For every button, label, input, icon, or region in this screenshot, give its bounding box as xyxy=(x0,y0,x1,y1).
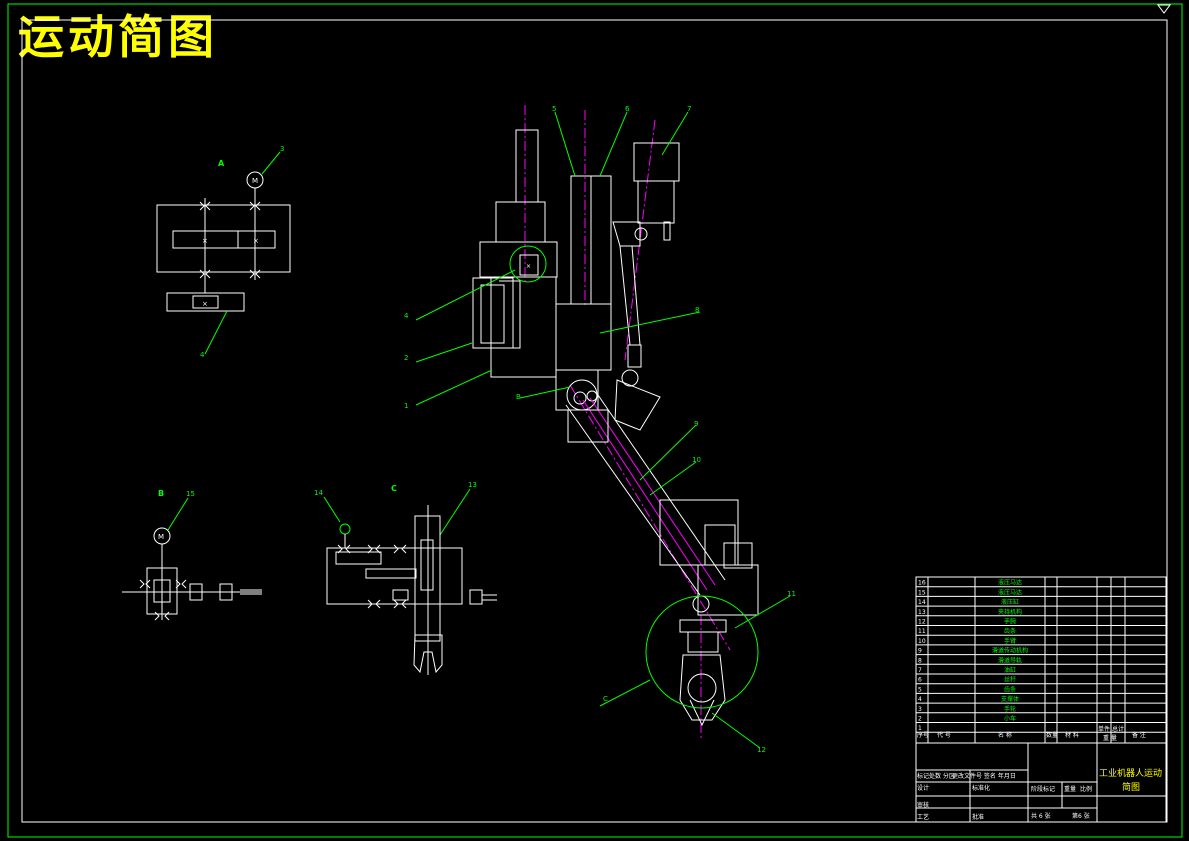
callout-4b: 4 xyxy=(404,312,409,320)
design-label: 设计 xyxy=(917,784,929,792)
callout-1: 1 xyxy=(404,402,408,410)
view-b-wrist-drive: B 15 M xyxy=(122,489,262,621)
callout-12: 12 xyxy=(757,746,766,754)
stage-mark: 阶段标记 xyxy=(1031,785,1055,793)
parts-row-name: 丝杆 xyxy=(1004,676,1016,684)
parts-row-number: 4 xyxy=(918,696,922,703)
parts-row-number: 16 xyxy=(918,580,926,587)
callout-15: 15 xyxy=(186,490,195,498)
callout-10: 10 xyxy=(692,456,701,464)
main-view-callouts xyxy=(415,111,791,749)
standardize-label: 标准化 xyxy=(972,784,990,792)
callout-3: 3 xyxy=(280,145,284,153)
approve-label: 批准 xyxy=(972,813,984,821)
parts-row-name: 齿条 xyxy=(1004,685,1016,693)
svg-text:×: × xyxy=(253,237,259,245)
parts-row-number: 11 xyxy=(918,628,926,635)
parts-row-name: 油缸 xyxy=(1004,666,1016,674)
svg-text:×: × xyxy=(526,263,531,270)
callout-2: 2 xyxy=(404,354,408,362)
sheets-label: 共 6 张 xyxy=(1031,812,1051,820)
parts-row-number: 5 xyxy=(918,686,922,693)
parts-list-header: 序号 代 号 名 称 数量 材 料 单件 总计 重 量 备 注 xyxy=(917,725,1146,742)
callout-b: B xyxy=(516,393,521,401)
svg-text:×: × xyxy=(202,237,208,245)
sheet-no-label: 第6 张 xyxy=(1072,812,1090,820)
header-name: 名 称 xyxy=(998,731,1012,739)
parts-row-name: 液压马达 xyxy=(998,588,1022,596)
scale-label: 比例 xyxy=(1080,785,1092,793)
title-line1: 工业机器人运动 xyxy=(1099,767,1162,779)
parts-row-number: 7 xyxy=(918,667,922,674)
weight-label: 重量 xyxy=(1064,785,1076,793)
parts-row-name: 齿条 xyxy=(1004,627,1016,635)
parts-row-name: 滑道传动机构 xyxy=(992,647,1028,655)
callout-c: C xyxy=(603,695,608,703)
parts-row-name: 手轮 xyxy=(1004,705,1016,713)
review-label: 审核 xyxy=(917,801,929,809)
parts-row-number: 12 xyxy=(918,619,926,626)
parts-row-number: 3 xyxy=(918,706,922,713)
parts-row-number: 6 xyxy=(918,677,922,684)
parts-row-number: 9 xyxy=(918,648,922,655)
orientation-mark xyxy=(1157,4,1171,14)
parts-row-number: 15 xyxy=(918,589,926,596)
header-code: 代 号 xyxy=(937,731,951,739)
parts-row-number: 14 xyxy=(918,599,926,606)
view-c-arm-mechanism: C 14 13 xyxy=(314,481,497,675)
main-view-callout-labels: 5 6 7 8 4 2 1 B 9 10 11 C 12 xyxy=(404,105,796,754)
main-robot-view: × xyxy=(472,105,759,740)
header-material: 材 料 xyxy=(1065,731,1079,739)
motor-icon-14 xyxy=(339,523,351,535)
view-label-c: C xyxy=(391,484,397,493)
title-line2: 简图 xyxy=(1122,781,1140,793)
title-block xyxy=(915,742,1167,823)
callout-7: 7 xyxy=(687,105,691,113)
callout-11: 11 xyxy=(787,590,796,598)
header-qty: 数量 xyxy=(1046,731,1058,739)
parts-row-number: 2 xyxy=(918,716,922,723)
parts-list-table xyxy=(915,576,1167,744)
parts-row-name: 支撑体 xyxy=(1001,695,1019,703)
parts-row-name: 手腕 xyxy=(1004,618,1016,626)
marks-label: 标记处数 分区 xyxy=(917,772,955,780)
header-seq: 序号 xyxy=(917,731,929,739)
change-doc: 更改文件号 签名 年月日 xyxy=(952,772,1016,780)
parts-row-name: 液压缸 xyxy=(1001,598,1019,606)
parts-row-number: 10 xyxy=(918,638,926,645)
parts-row-name: 夹持机构 xyxy=(998,608,1022,616)
svg-text:×: × xyxy=(202,300,208,308)
parts-row-number: 13 xyxy=(918,609,926,616)
view-label-a: A xyxy=(218,159,225,168)
parts-row-name: 液压马达 xyxy=(998,579,1022,587)
header-total: 总计 xyxy=(1112,725,1124,733)
parts-row-name: 小车 xyxy=(1004,715,1016,723)
header-single: 单件 xyxy=(1098,725,1110,733)
title-block-text: 工业机器人运动 简图 标记处数 分区 更改文件号 签名 年月日 设计 标准化 阶… xyxy=(917,767,1162,821)
inner-border xyxy=(21,19,1168,823)
callout-4: 4 xyxy=(200,351,205,359)
motor-label: M xyxy=(252,177,258,185)
header-note: 备 注 xyxy=(1132,731,1146,739)
header-weight: 重 量 xyxy=(1103,734,1117,742)
detail-circle-c xyxy=(645,595,759,709)
callout-14: 14 xyxy=(314,489,323,497)
outer-border xyxy=(7,3,1183,838)
view-label-b: B xyxy=(158,489,164,498)
process-label: 工艺 xyxy=(917,813,929,821)
parts-row-number: 8 xyxy=(918,657,922,664)
svg-text:M: M xyxy=(158,533,164,541)
parts-row-number: 1 xyxy=(918,725,922,732)
parts-row-name: 手臂 xyxy=(1004,637,1016,645)
view-a-gearbox: A M 3 × × × 4 xyxy=(156,145,291,359)
parts-row-name: 滑道导轨 xyxy=(998,656,1022,664)
callout-6: 6 xyxy=(625,105,630,113)
callout-5: 5 xyxy=(552,105,556,113)
callout-9: 9 xyxy=(694,420,698,428)
callout-8: 8 xyxy=(695,306,699,314)
drawing-heading: 运动简图 xyxy=(18,10,218,64)
callout-13: 13 xyxy=(468,481,477,489)
